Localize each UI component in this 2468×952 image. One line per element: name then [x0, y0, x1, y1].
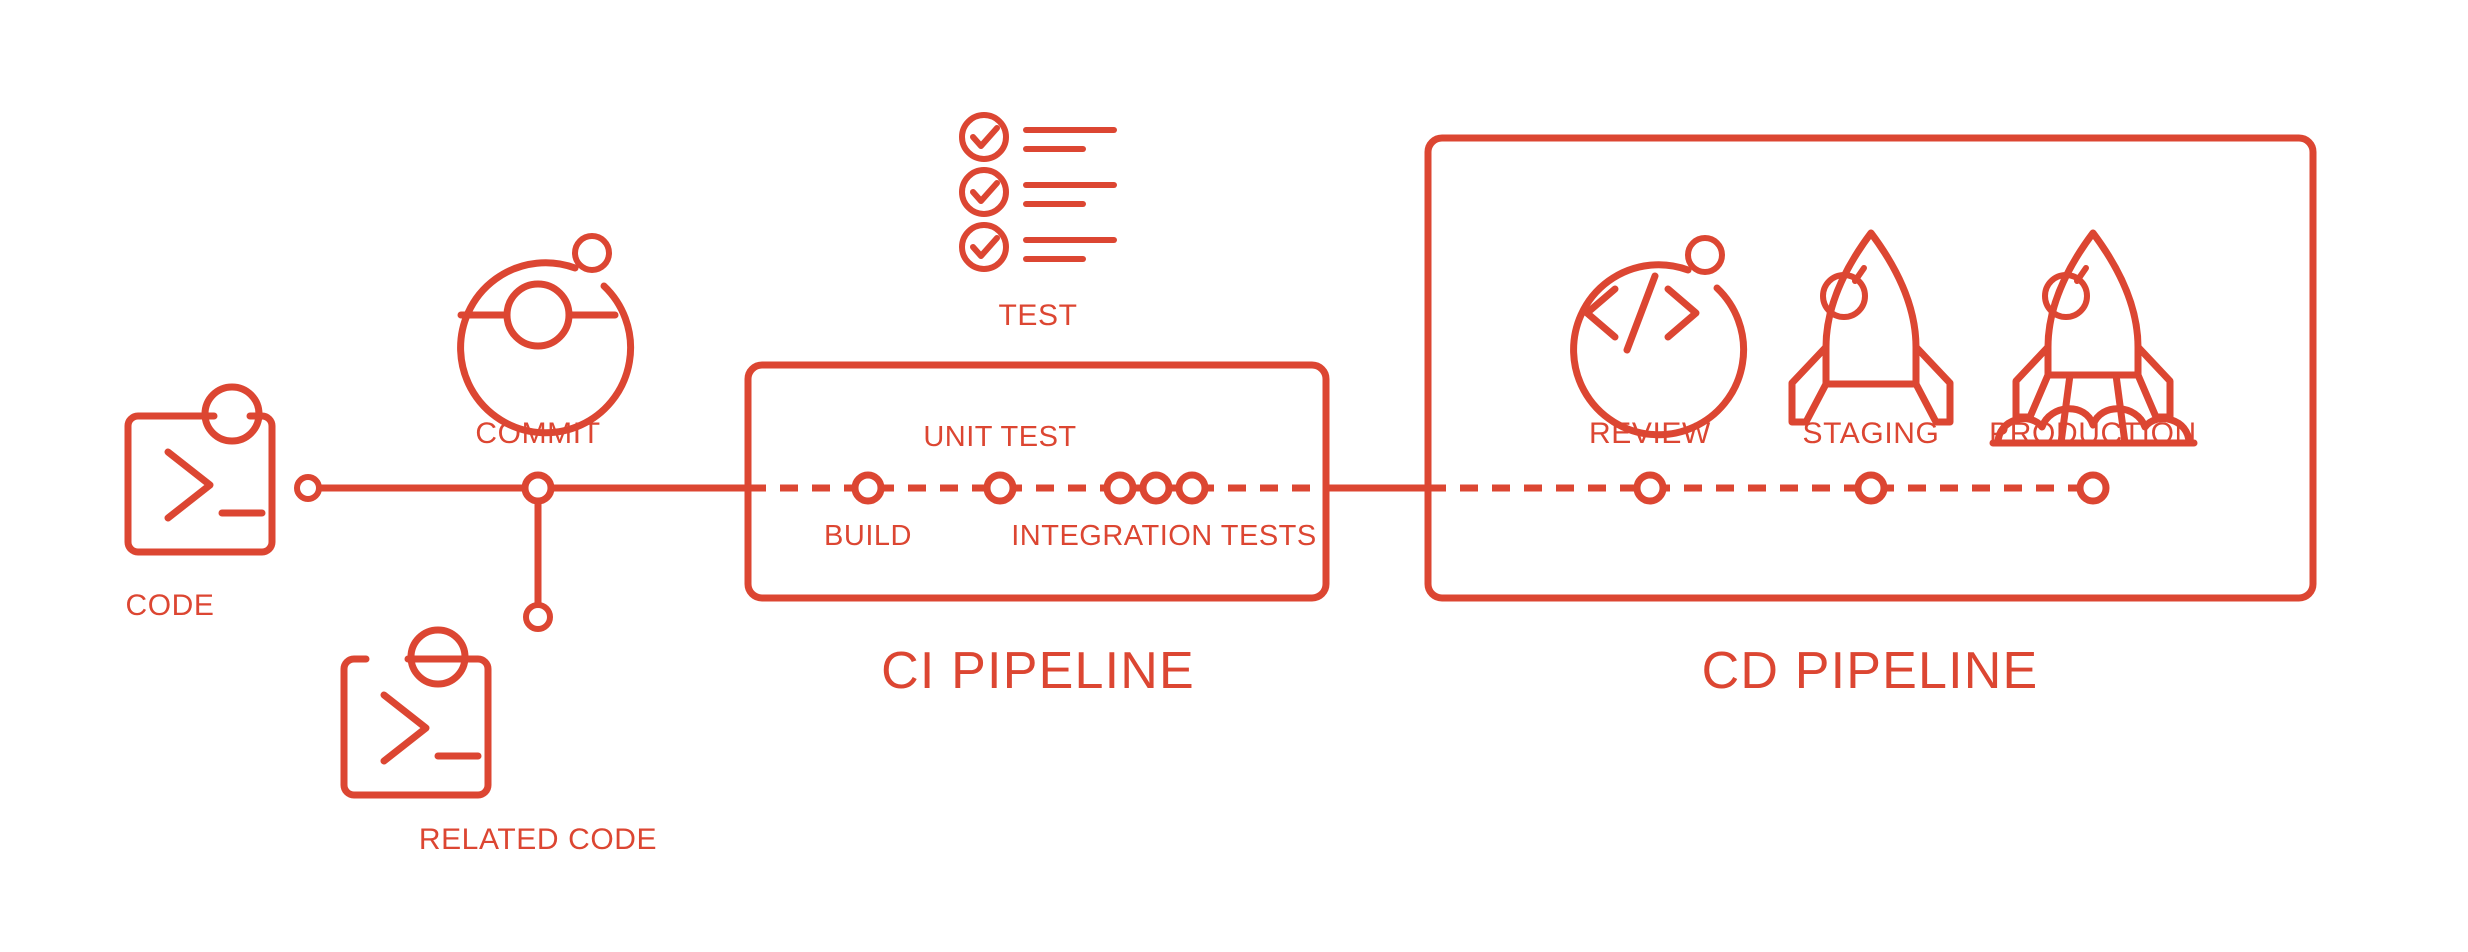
rocket-launch-icon [1989, 229, 2198, 447]
production-icon-group: PRODUCTION [1989, 229, 2198, 450]
staging-label: STAGING [1803, 417, 1940, 450]
rail-node-integration-test-1[interactable] [1103, 471, 1137, 505]
test-label: TEST [998, 299, 1077, 332]
rail-node-production[interactable] [2076, 471, 2110, 505]
production-label: PRODUCTION [1989, 417, 2197, 450]
related-code-icon-group: RELATED CODE [340, 626, 657, 856]
rail-node-staging[interactable] [1854, 471, 1888, 505]
build-label: BUILD [824, 520, 912, 552]
rail-node-integration-test-3[interactable] [1175, 471, 1209, 505]
test-icon-group: TEST [959, 112, 1117, 332]
ci-pipeline-panel [744, 361, 1330, 602]
commit-branch-group [521, 471, 555, 632]
review-label: REVIEW [1589, 417, 1711, 450]
cd-pipeline-title: CD PIPELINE [1702, 642, 2039, 700]
cd-pipeline-box [1424, 134, 2317, 602]
ci-pipeline-box [744, 361, 1330, 602]
code-review-circle-icon [1570, 235, 1748, 439]
rail-node-build[interactable] [851, 471, 885, 505]
staging-icon-group: STAGING [1788, 229, 1954, 450]
rail-node-integration-test-2[interactable] [1139, 471, 1173, 505]
rail-node-review[interactable] [1633, 471, 1667, 505]
rocket-idle-icon [1788, 229, 1954, 426]
commit-node-icon [457, 233, 635, 437]
ci-pipeline-content: UNIT TEST BUILD INTEGRATION TESTS [824, 421, 1317, 552]
rail-node-code-start[interactable] [294, 474, 322, 502]
integration-tests-label: INTEGRATION TESTS [1011, 520, 1317, 552]
checklist-icon [959, 112, 1117, 272]
rail-node-commit[interactable] [521, 471, 555, 505]
commit-label: COMMIT [475, 417, 600, 450]
rail-node-related-code[interactable] [523, 602, 553, 632]
code-icon-group: CODE [124, 383, 276, 622]
related-code-label: RELATED CODE [419, 823, 657, 856]
code-label: CODE [125, 589, 214, 622]
review-icon-group: REVIEW [1570, 235, 1748, 450]
ci-pipeline-title: CI PIPELINE [881, 642, 1195, 700]
rail-node-unit-test[interactable] [983, 471, 1017, 505]
terminal-code-icon [124, 383, 276, 556]
terminal-code-icon [340, 626, 492, 799]
cd-pipeline-panel [1424, 134, 2317, 602]
commit-icon-group: COMMIT [457, 233, 635, 450]
unit-test-label: UNIT TEST [923, 421, 1076, 453]
